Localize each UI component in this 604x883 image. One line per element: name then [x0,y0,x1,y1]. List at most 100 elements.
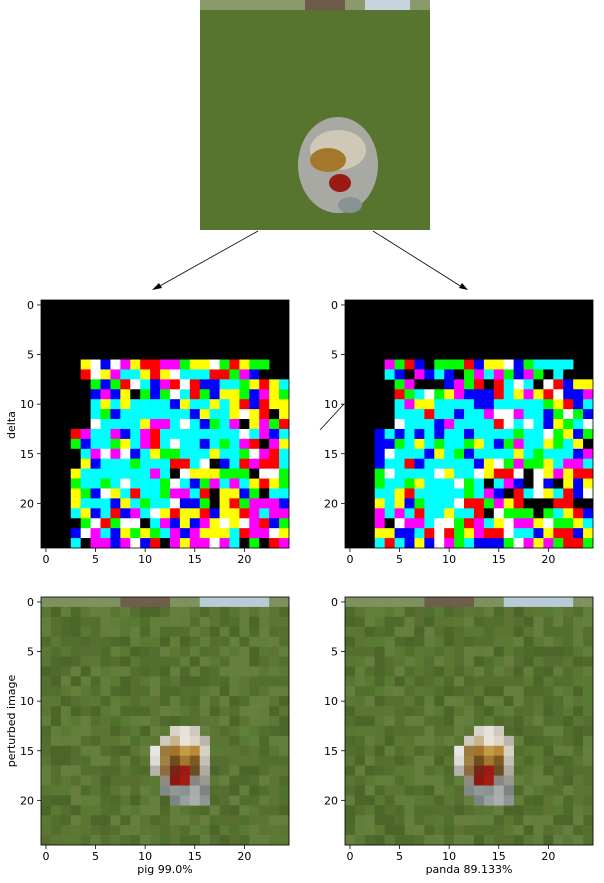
image-pixel [533,676,544,687]
image-pixel [50,666,62,677]
image-pixel [130,805,141,816]
heatmap-cell [189,468,201,479]
image-pixel [473,686,485,697]
image-pixel [60,646,72,657]
image-pixel [374,716,385,727]
heatmap-cell [473,478,485,489]
image-pixel [464,597,475,608]
heatmap-cell [269,448,280,460]
image-pixel [179,696,191,707]
heatmap-cell [169,518,181,529]
heatmap-cell [493,359,505,370]
image-pixel [70,755,81,766]
image-pixel [239,825,250,836]
heatmap-cell [454,478,465,489]
image-pixel [50,656,62,667]
heatmap-cell [394,488,405,499]
heatmap-cell [259,498,270,509]
image-pixel [169,616,181,628]
image-pixel [150,696,161,707]
image-pixel [239,666,250,677]
image-pixel [60,795,72,806]
image-pixel [345,755,356,766]
image-pixel [70,785,81,796]
image-pixel [229,725,240,737]
image-pixel [249,626,260,637]
image-pixel [424,805,435,816]
image-pixel [384,835,395,846]
heatmap-cell [404,359,415,370]
image-pixel [364,745,376,757]
heatmap-cell [150,538,161,549]
image-pixel [444,636,455,647]
image-pixel [424,636,435,647]
heatmap-cell [189,389,201,400]
image-pixel [513,656,524,667]
image-pixel [80,706,91,717]
heatmap-cell [259,409,270,420]
image-pixel [150,646,161,657]
heatmap-cell [533,468,544,479]
image-pixel [523,775,534,786]
image-pixel [503,745,514,757]
image-pixel [354,686,366,697]
heatmap-cell [444,389,455,400]
heatmap-cell [454,438,465,450]
heatmap-cell [169,379,181,390]
heatmap-cell [209,538,220,549]
heatmap-cell [424,528,435,539]
image-pixel [473,696,485,707]
heatmap-cell [384,438,395,450]
image-pixel [374,597,385,608]
image-pixel [189,636,201,647]
image-pixel [354,606,366,618]
image-pixel [424,597,435,608]
image-pixel [169,815,181,826]
image-pixel [553,636,564,647]
heatmap-cell [454,379,465,390]
image-pixel [384,636,395,647]
heatmap-cell [90,458,101,469]
image-pixel [239,725,250,737]
heatmap-cell [414,508,425,519]
image-pixel [354,765,366,776]
image-pixel [424,785,435,796]
heatmap-cell [259,428,270,440]
heatmap-cell [189,528,201,539]
heatmap-cell [209,478,220,489]
x-tick-label: 0 [346,850,353,863]
image-pixel [394,785,405,796]
image-pixel [483,626,495,637]
image-pixel [60,616,72,628]
heatmap-cell [404,458,415,469]
x-tick-label: 10 [138,553,152,566]
heatmap-cell [493,458,505,469]
heatmap-cell [573,428,584,440]
heatmap-cell [269,528,280,539]
image-pixel [130,636,141,647]
image-pixel [50,676,62,687]
heatmap-cell [473,458,485,469]
heatmap-cell [160,538,171,549]
heatmap-cell [434,528,445,539]
image-pixel [110,795,121,806]
heatmap-cell [394,359,405,370]
image-pixel [364,676,376,687]
heatmap-cell [563,419,574,430]
heatmap-cell [150,518,161,529]
image-pixel [513,686,524,697]
image-pixel [513,815,524,826]
heatmap-cell [90,538,101,549]
image-pixel [364,646,376,657]
heatmap-cell [533,369,544,380]
heatmap-cell [503,528,514,539]
heatmap-cell [199,458,210,469]
heatmap-cell [169,359,181,370]
heatmap-cell [239,538,250,549]
image-pixel [249,636,260,647]
image-pixel [90,716,101,727]
image-pixel [473,646,485,657]
axes-frame [40,299,290,549]
image-pixel [503,755,514,766]
image-pixel [384,745,395,757]
